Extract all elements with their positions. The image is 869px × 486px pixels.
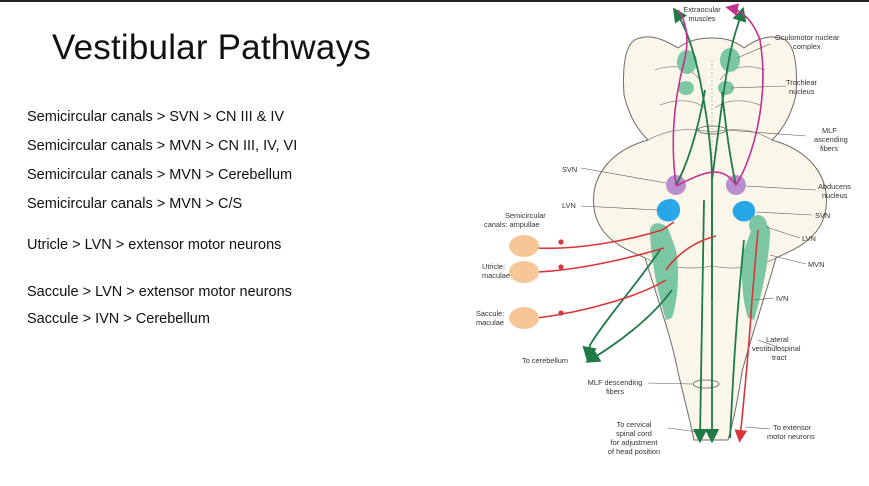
label-to-cervical: of head position (608, 447, 660, 456)
label-to-cervical: for adjustment (611, 438, 658, 447)
label-utricle: maculae (482, 271, 510, 280)
label-oculomotor: Oculomotor nuclear (775, 33, 840, 42)
label-svn-left: SVN (562, 165, 577, 174)
pathway-item: Saccule > IVN > Cerebellum (27, 311, 210, 327)
magenta-pathways (672, 3, 764, 187)
label-mvn-right: MVN (808, 260, 824, 269)
label-lateral-vst: Lateral (766, 335, 789, 344)
label-oculomotor: complex (793, 42, 821, 51)
top-border (0, 0, 869, 2)
sensory-organs (509, 235, 564, 329)
label-abducens: nucleus (822, 191, 848, 200)
red-pathways (536, 221, 759, 443)
label-saccule: maculae (476, 318, 504, 327)
label-semicircular: canals: ampullae (484, 220, 539, 229)
nuclei (649, 48, 771, 320)
label-lateral-vst: vestibulospinal (752, 344, 801, 353)
pathway-item: Semicircular canals > MVN > C/S (27, 196, 243, 212)
pathway-item: Semicircular canals > MVN > CN III, IV, … (27, 138, 298, 154)
label-saccule: Saccule: (476, 309, 504, 318)
label-lvn-right: LVN (802, 234, 816, 243)
leader-lines (580, 43, 817, 433)
label-lateral-vst: tract (772, 353, 786, 362)
label-to-cerebellum: To cerebellum (522, 356, 568, 365)
label-mlf-descending: MLF descending (588, 378, 643, 387)
slide-title: Vestibular Pathways (52, 28, 371, 67)
label-to-extensor: To extensor (773, 423, 812, 432)
label-mlf-ascending: ascending (814, 135, 848, 144)
label-extraocular: Extraocular (683, 5, 721, 14)
label-trochlear: nucleus (789, 87, 815, 96)
label-extraocular: muscles (688, 14, 715, 23)
pathway-item: Semicircular canals > SVN > CN III & IV (27, 109, 285, 125)
label-to-cervical: spinal cord (616, 429, 652, 438)
label-to-extensor: motor neurons (767, 432, 815, 441)
pathway-item: Saccule > LVN > extensor motor neurons (27, 284, 292, 300)
label-ivn-right: IVN (776, 294, 788, 303)
label-mlf-ascending: fibers (820, 144, 838, 153)
label-mlf-descending: fibers (606, 387, 624, 396)
label-utricle: Utricle: (482, 262, 505, 271)
label-abducens: Abducens (818, 182, 851, 191)
pathway-item: Utricle > LVN > extensor motor neurons (27, 237, 282, 253)
diagram-labels: Extraocular muscles Oculomotor nuclear c… (476, 5, 851, 456)
label-mlf-ascending: MLF (822, 126, 837, 135)
label-trochlear: Trochlear (786, 78, 817, 87)
label-to-cervical: To cervical (617, 420, 652, 429)
pathway-item: Semicircular canals > MVN > Cerebellum (27, 167, 293, 183)
label-svn-right: SVN (815, 211, 830, 220)
label-semicircular: Semicircular (505, 211, 546, 220)
label-lvn-left: LVN (562, 201, 576, 210)
